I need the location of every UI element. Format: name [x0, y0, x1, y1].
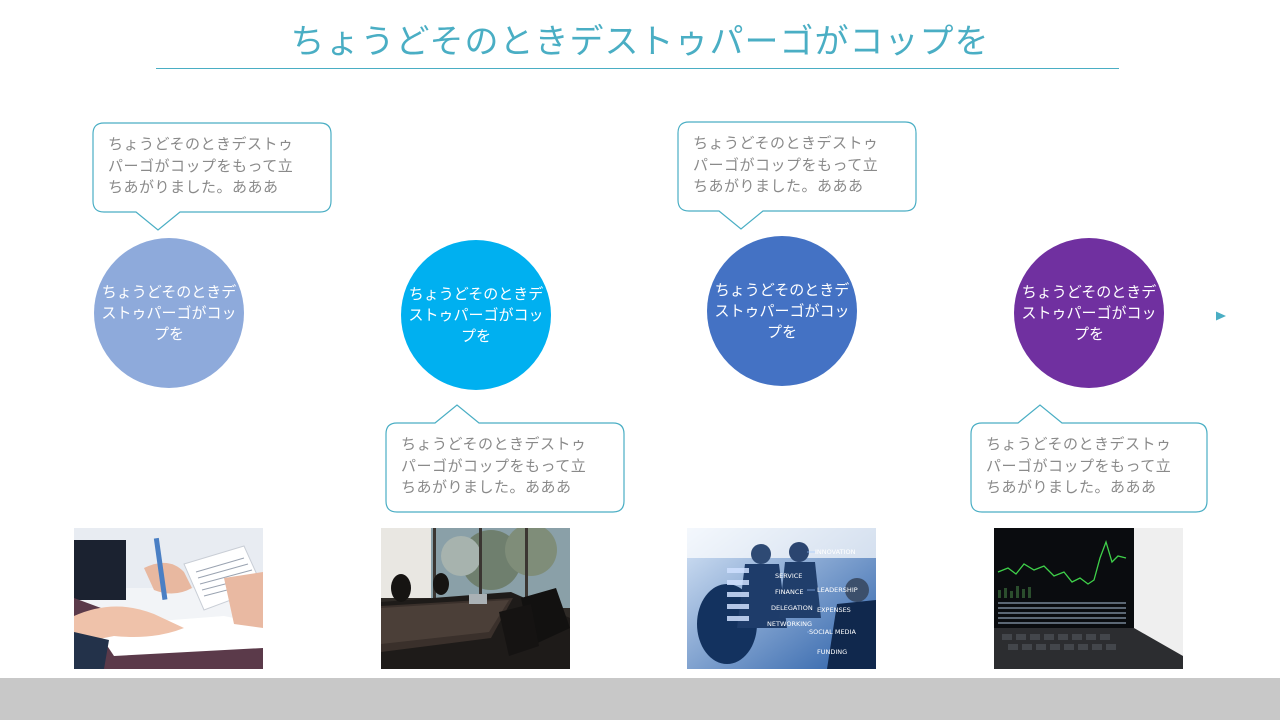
callout-3: ちょうどそのときデストゥ パーゴがコップをもって立 ちあがりました。あああ — [677, 121, 918, 233]
business-team-digital-network-photo: INNOVATION LEADERSHIP EXPENSES SOCIAL ME… — [687, 528, 876, 669]
callout-2-line-2: パーゴがコップをもって立 — [401, 456, 587, 475]
callout-1-line-2: パーゴがコップをもって立 — [108, 156, 294, 175]
photo-label-networking: NETWORKING — [767, 620, 812, 628]
callout-4-line-2: パーゴがコップをもって立 — [986, 456, 1172, 475]
milestone-circle-1-text: ちょうどそのときデストゥパーゴがコップを — [101, 282, 237, 343]
milestone-circle-2: ちょうどそのときデストゥパーゴがコップを — [401, 240, 551, 390]
photo-label-funding: FUNDING — [817, 648, 847, 656]
photo-label-innovation: INNOVATION — [815, 548, 856, 556]
callout-3-line-1: ちょうどそのときデストゥ — [693, 134, 879, 152]
callout-3-line-2: パーゴがコップをもって立 — [693, 155, 879, 174]
callout-3-line-3: ちあがりました。あああ — [693, 177, 864, 195]
milestone-circle-4: ちょうどそのときデストゥパーゴがコップを — [1014, 238, 1164, 388]
callout-2-line-1: ちょうどそのときデストゥ — [401, 435, 587, 453]
photo-label-service: SERVICE — [775, 572, 802, 580]
photo-label-leadership: LEADERSHIP — [817, 586, 858, 594]
milestone-circle-4-text: ちょうどそのときデストゥパーゴがコップを — [1021, 282, 1157, 343]
conference-room-photo — [381, 528, 570, 669]
footer-bar — [0, 678, 1280, 720]
photo-label-expenses: EXPENSES — [817, 606, 851, 614]
callout-4-line-3: ちあがりました。あああ — [986, 478, 1157, 496]
callout-2-line-3: ちあがりました。あああ — [401, 478, 572, 496]
callout-4-line-1: ちょうどそのときデストゥ — [986, 435, 1172, 453]
photo-label-delegation: DELEGATION — [771, 604, 813, 612]
callout-2: ちょうどそのときデストゥ パーゴがコップをもって立 ちあがりました。あああ — [385, 403, 626, 515]
business-documents-photo — [74, 528, 263, 669]
callout-1: ちょうどそのときデストゥ パーゴがコップをもって立 ちあがりました。あああ — [92, 122, 333, 234]
callout-4: ちょうどそのときデストゥ パーゴがコップをもって立 ちあがりました。あああ — [970, 403, 1211, 515]
photo-label-finance: FINANCE — [775, 588, 803, 596]
callout-1-line-1: ちょうどそのときデストゥ — [108, 135, 294, 153]
milestone-circle-3-text: ちょうどそのときデストゥパーゴがコップを — [714, 280, 850, 341]
photo-label-social-media: SOCIAL MEDIA — [809, 628, 856, 636]
laptop-stock-chart-photo — [994, 528, 1183, 669]
milestone-circle-2-text: ちょうどそのときデストゥパーゴがコップを — [408, 284, 544, 345]
milestone-circle-3: ちょうどそのときデストゥパーゴがコップを — [707, 236, 857, 386]
slide-title: ちょうどそのときデストゥパーゴがコップを — [290, 22, 990, 62]
milestone-circle-1: ちょうどそのときデストゥパーゴがコップを — [94, 238, 244, 388]
title-underline — [156, 68, 1119, 69]
timeline-arrowhead — [1216, 311, 1226, 321]
callout-1-line-3: ちあがりました。あああ — [108, 178, 279, 196]
